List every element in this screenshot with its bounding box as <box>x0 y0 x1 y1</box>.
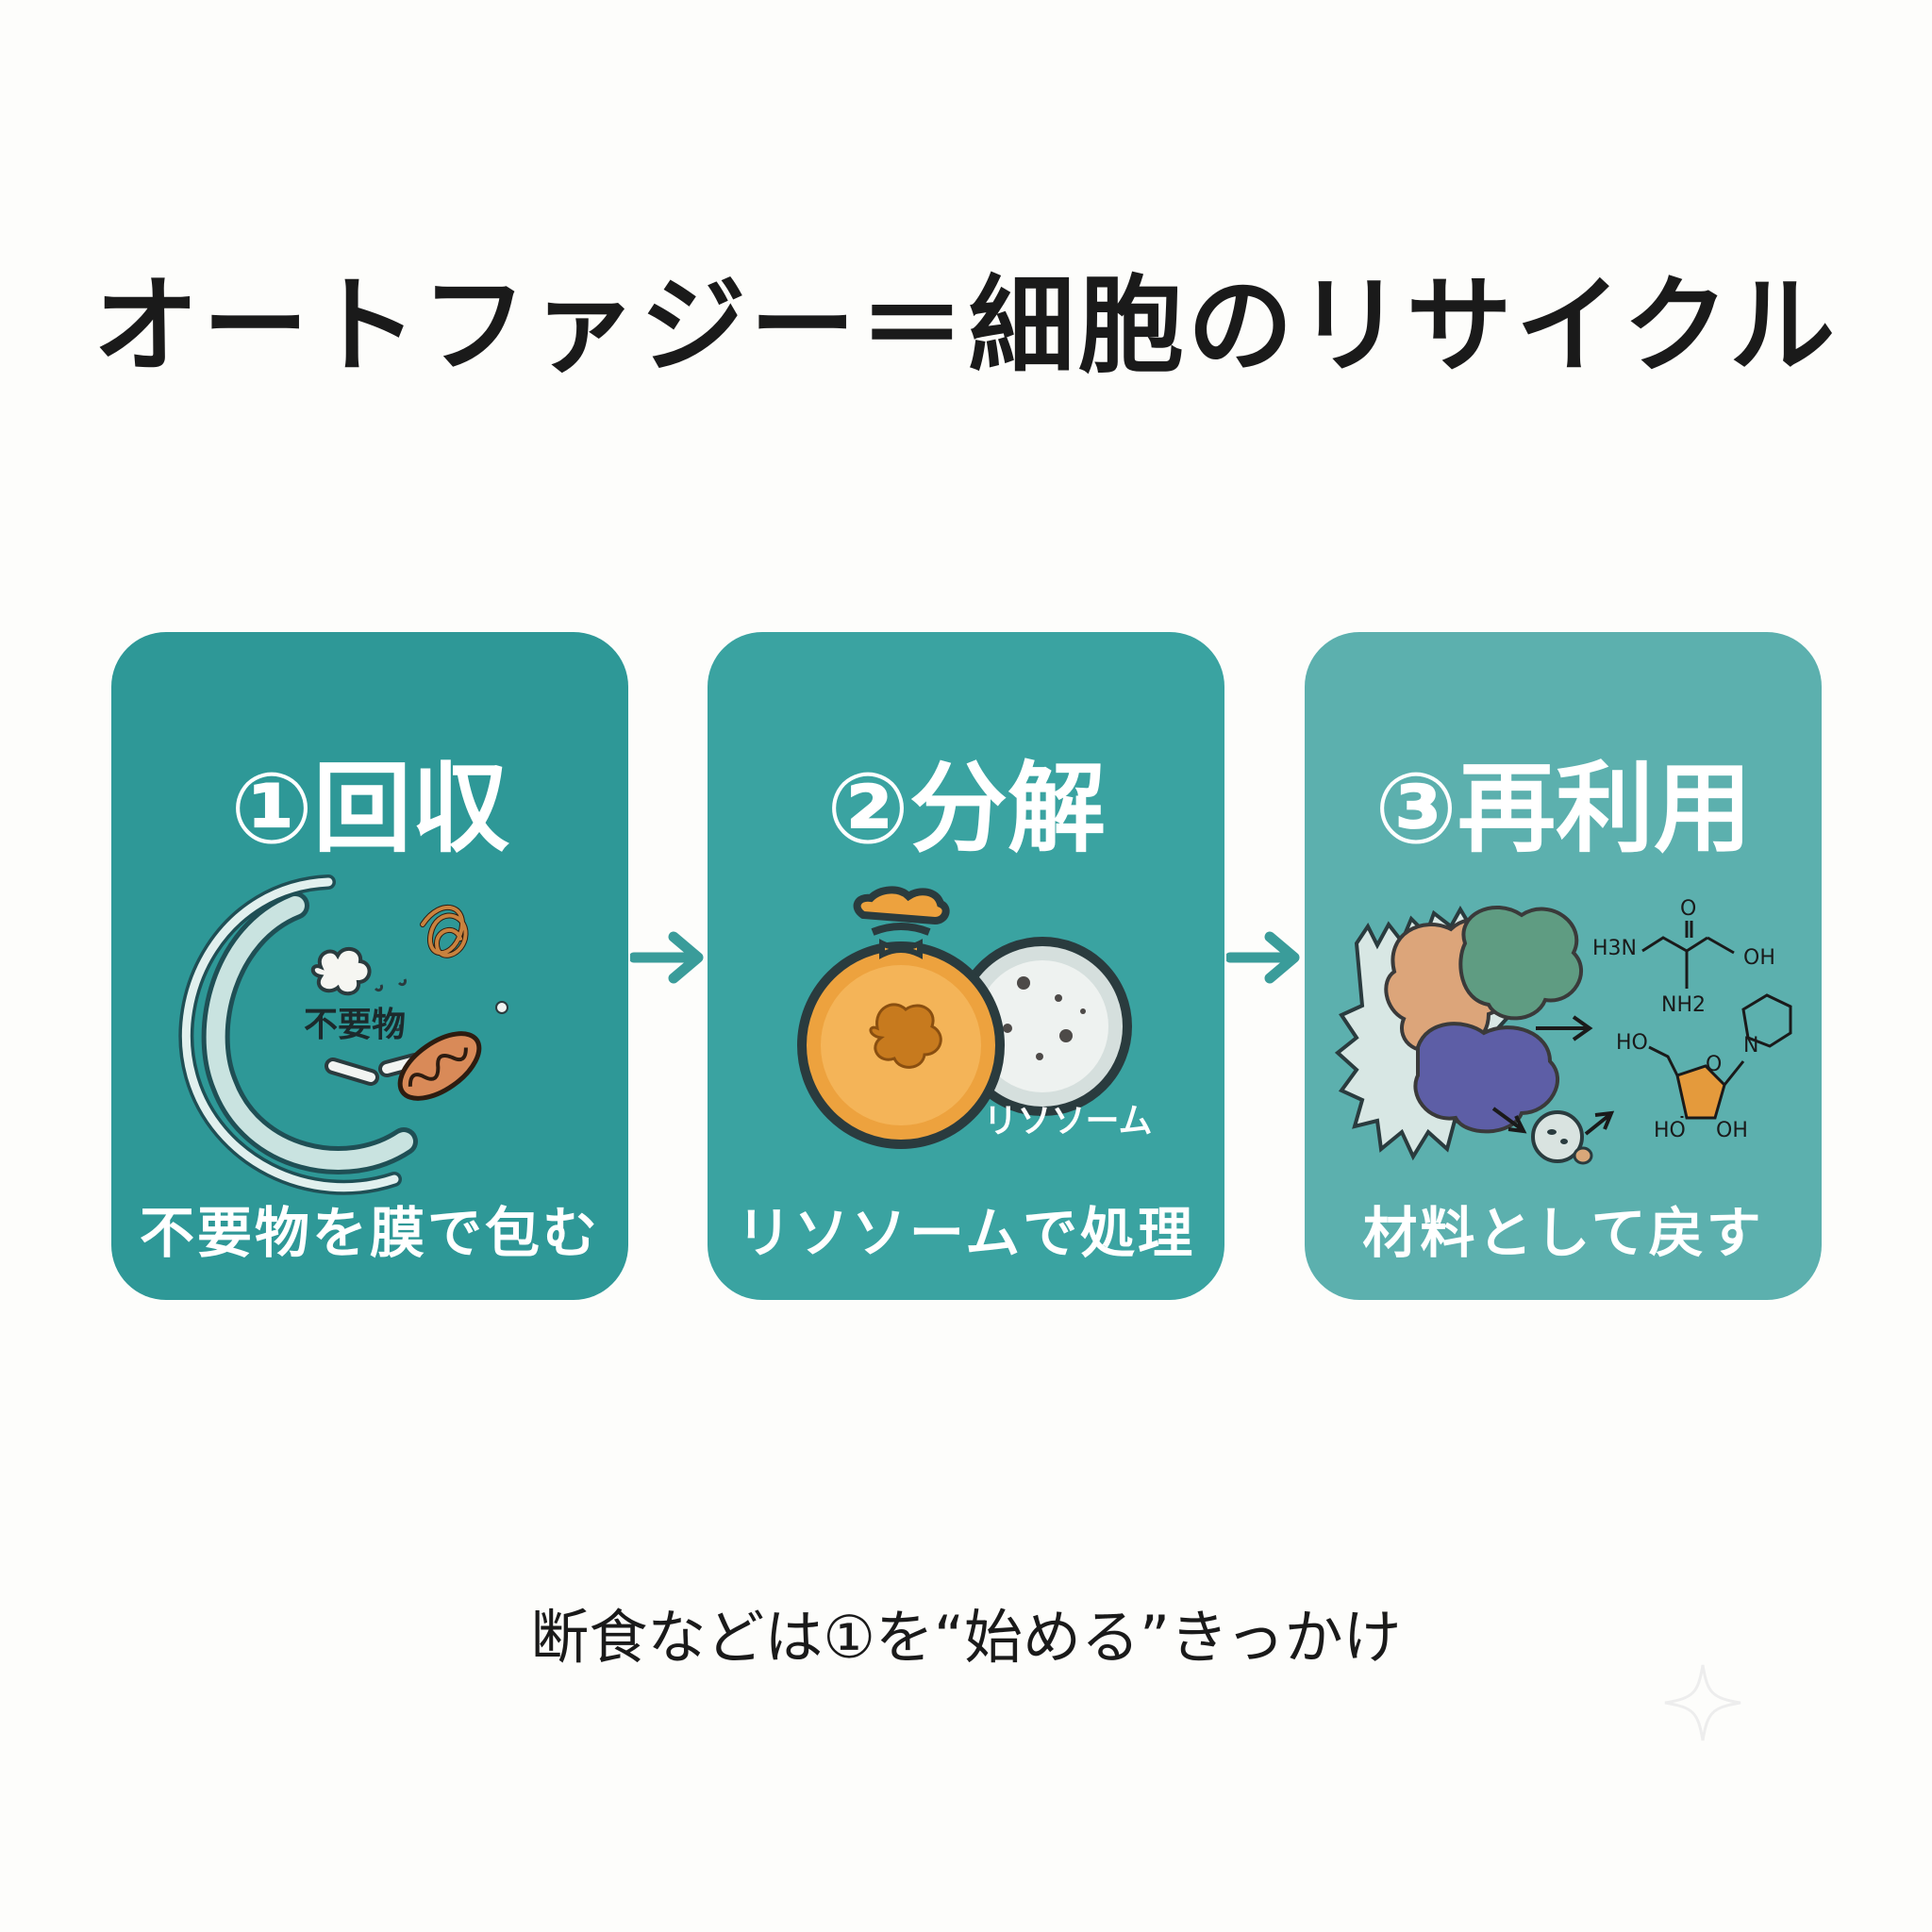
svg-text:O: O <box>1680 897 1696 921</box>
svg-text:NH2: NH2 <box>1661 993 1706 1017</box>
amino-acid-icon: H3N OH O NH2 <box>1592 897 1775 1017</box>
svg-text:HO: HO <box>1654 1119 1686 1142</box>
svg-text:OH: OH <box>1716 1119 1748 1142</box>
arrow-right-icon <box>630 931 704 984</box>
step-card-collect: ①回収 不要物 不要物を膜で包む <box>111 632 628 1300</box>
step-caption-collect: 不要物を膜で包む <box>139 1201 600 1265</box>
protein-icon: H3N OH O NH2 HO O N HO OH <box>1334 897 1792 1165</box>
step-title-collect: ①回収 <box>229 751 510 866</box>
svg-text:H3N: H3N <box>1592 937 1637 960</box>
nucleoside-icon: HO O N HO OH <box>1616 993 1792 1142</box>
membrane-icon: 不要物 <box>178 874 508 1195</box>
step-title-decompose: ②分解 <box>825 751 1107 866</box>
debris-label: 不要物 <box>304 1006 406 1044</box>
step-caption-decompose: リソソームで処理 <box>736 1201 1196 1265</box>
svg-text:HO: HO <box>1616 1031 1648 1055</box>
lysosome-bag-icon: リソソーム <box>797 886 1153 1149</box>
arrow-right-icon <box>1226 931 1300 984</box>
step-card-decompose: ②分解 リソソーム リソソームで処理 <box>708 632 1224 1300</box>
step-title-reuse: ③再利用 <box>1374 751 1753 866</box>
sparkle-icon <box>1664 1664 1741 1741</box>
mitochondria-icon <box>397 1031 482 1101</box>
step-card-reuse: ③再利用 H3N OH O NH2 HO O N HO OH <box>1305 632 1822 1300</box>
page-title: オートファジー＝細胞のリサイクル <box>92 265 1840 388</box>
svg-text:OH: OH <box>1743 946 1775 970</box>
step-caption-reuse: 材料として戻す <box>1362 1201 1764 1265</box>
footer-note: 断食などは①を“始める”きっかけ <box>530 1603 1402 1672</box>
lysosome-label: リソソーム <box>984 1102 1153 1141</box>
